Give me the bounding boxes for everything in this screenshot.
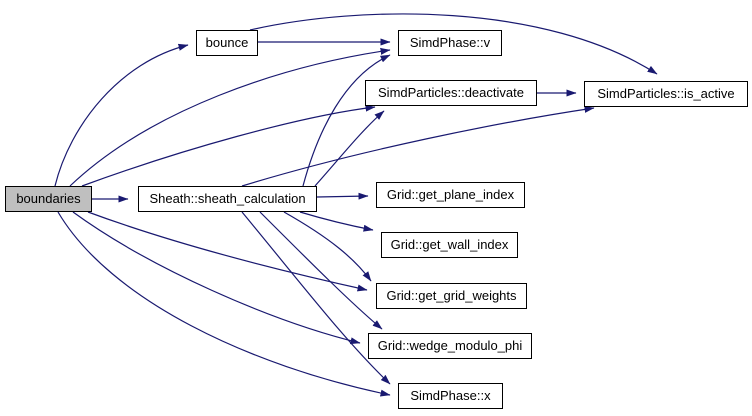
edge-sheath-to-simdphase-v: [302, 54, 391, 187]
node-simdparticles-deactivate[interactable]: SimdParticles::deactivate: [365, 80, 537, 106]
node-grid-get-plane-index[interactable]: Grid::get_plane_index: [376, 182, 525, 208]
edge-bounce-to-is-active: [249, 13, 658, 75]
edge-boundaries-to-bounce: [54, 43, 189, 187]
node-grid-get-wall-index[interactable]: Grid::get_wall_index: [381, 232, 518, 258]
node-grid-wedge-modulo-phi[interactable]: Grid::wedge_modulo_phi: [368, 333, 532, 359]
node-simdphase-v[interactable]: SimdPhase::v: [398, 30, 502, 56]
edge-sheath-to-deactivate: [314, 110, 385, 187]
edge-sheath-to-get-grid-weights: [283, 211, 372, 282]
edge-boundaries-to-simdphase-v: [69, 47, 391, 187]
node-sheath-sheath-calculation[interactable]: Sheath::sheath_calculation: [138, 186, 317, 212]
node-simdparticles-is-active[interactable]: SimdParticles::is_active: [584, 81, 748, 107]
edge-sheath-to-wedge-modulo-phi: [259, 211, 383, 330]
edge-boundaries-to-deactivate: [81, 104, 376, 187]
edge-sheath-to-get-wall-index: [299, 211, 374, 232]
node-simdphase-x[interactable]: SimdPhase::x: [398, 383, 503, 409]
edge-sheath-to-simdphase-x: [241, 211, 391, 385]
node-boundaries: boundaries: [5, 186, 92, 212]
node-bounce[interactable]: bounce: [196, 30, 258, 56]
edge-boundaries-to-wedge-modulo-phi: [72, 211, 361, 345]
edge-sheath-to-is-active: [241, 105, 595, 187]
edge-boundaries-to-simdphase-x: [57, 211, 391, 397]
node-grid-get-grid-weights[interactable]: Grid::get_grid_weights: [376, 283, 527, 309]
edge-boundaries-to-get-grid-weights: [87, 211, 368, 292]
edge-sheath-to-get-plane-index: [316, 192, 369, 200]
